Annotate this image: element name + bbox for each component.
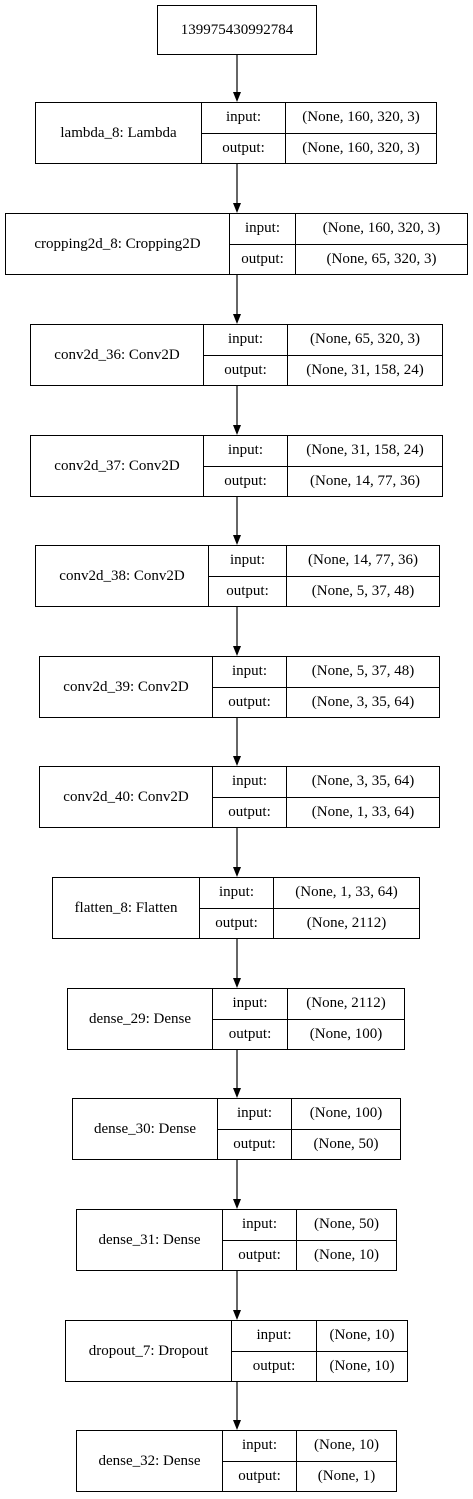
layer-name: conv2d_36: Conv2D [54, 346, 180, 363]
edge-arrowhead [233, 978, 241, 988]
output-shape: (None, 5, 37, 48) [287, 575, 439, 607]
edge-arrowhead [233, 203, 241, 213]
input-shape: (None, 3, 35, 64) [311, 773, 415, 790]
layer-name: dense_29: Dense [88, 1010, 192, 1027]
input-port-label: input: [227, 331, 263, 348]
input-shape: (None, 31, 158, 24) [306, 442, 424, 459]
edge-arrowhead [233, 1310, 241, 1320]
output-shape: (None, 50) [292, 1128, 400, 1160]
output-shape: (None, 100) [288, 1018, 404, 1050]
output-shape: (None, 10) [317, 1350, 407, 1382]
output-shape: (None, 65, 320, 3) [296, 243, 467, 275]
input-shape: (None, 50) [314, 1216, 379, 1233]
layer-name: dense_30: Dense [93, 1120, 197, 1137]
layer-name: dense_31: Dense [98, 1231, 201, 1248]
input-node: 139975430992784 [157, 5, 317, 55]
input-shape: (None, 14, 77, 36) [308, 552, 418, 569]
edge-arrowhead [233, 1420, 241, 1430]
input-shape: (None, 160, 320, 3) [322, 220, 441, 237]
input-port-label: input: [229, 552, 265, 569]
layer-name: dropout_7: Dropout [88, 1342, 209, 1359]
layer-name: cropping2d_8: Cropping2D [34, 235, 201, 252]
edge-arrowhead [233, 535, 241, 545]
output-shape: (None, 2112) [274, 907, 419, 939]
input-port-label: input: [244, 220, 280, 237]
output-shape: (None, 10) [297, 1239, 396, 1271]
output-port-label: output: [223, 1460, 296, 1492]
input-node-label: 139975430992784 [180, 21, 294, 38]
input-port-label: input: [241, 1216, 277, 1233]
input-port-label: input: [232, 995, 268, 1012]
layer-name: conv2d_37: Conv2D [54, 457, 180, 474]
input-port-label: input: [218, 884, 254, 901]
input-port-label: input: [256, 1327, 292, 1344]
layer-node: dense_31: Dense input: output: (None, 50) (N… [76, 1209, 397, 1271]
output-port-label: output: [204, 465, 287, 497]
layer-node: dense_30: Dense input: output: (None, 100) (… [72, 1098, 401, 1160]
layer-node: dense_29: Dense input: output: (None, 2112)… [67, 988, 405, 1050]
layer-name: conv2d_40: Conv2D [63, 788, 189, 805]
input-port-label: input: [227, 442, 263, 459]
output-port-label: output: [218, 1128, 291, 1160]
edge-arrowhead [233, 867, 241, 877]
edge-arrowhead [233, 1088, 241, 1098]
input-shape: (None, 65, 320, 3) [310, 331, 420, 348]
output-shape: (None, 14, 77, 36) [288, 465, 442, 497]
edge-arrowhead [233, 646, 241, 656]
layer-node: conv2d_39: Conv2D input: output: (None, 5, … [39, 656, 440, 718]
output-shape: (None, 1) [297, 1460, 396, 1492]
layer-name: conv2d_38: Conv2D [59, 567, 185, 584]
layer-node: flatten_8: Flatten input: output: (None, 1,… [52, 877, 420, 939]
output-shape: (None, 3, 35, 64) [287, 686, 439, 718]
input-shape: (None, 5, 37, 48) [311, 663, 415, 680]
layer-node: conv2d_38: Conv2D input: output: (None, 14,… [35, 545, 440, 607]
output-port-label: output: [202, 132, 285, 164]
edge-arrowhead [233, 425, 241, 435]
layer-name: lambda_8: Lambda [60, 124, 177, 141]
output-shape: (None, 31, 158, 24) [288, 354, 442, 386]
edge-arrowhead [233, 756, 241, 766]
layer-node: dense_32: Dense input: output: (None, 10) (N… [76, 1430, 397, 1492]
output-port-label: output: [204, 354, 287, 386]
input-port-label: input: [236, 1105, 272, 1122]
output-port-label: output: [213, 796, 286, 828]
output-port-label: output: [223, 1239, 296, 1271]
input-shape: (None, 1, 33, 64) [295, 884, 398, 901]
edge-arrowhead [233, 314, 241, 324]
input-port-label: input: [241, 1437, 277, 1454]
input-port-label: input: [225, 109, 261, 126]
input-shape: (None, 160, 320, 3) [302, 109, 420, 126]
layer-name: flatten_8: Flatten [74, 899, 178, 916]
layer-name: dense_32: Dense [98, 1452, 201, 1469]
output-shape: (None, 1, 33, 64) [287, 796, 439, 828]
output-port-label: output: [232, 1350, 316, 1382]
layer-node: conv2d_37: Conv2D input: output: (None, 31,… [30, 435, 443, 497]
edge-arrowhead [233, 1199, 241, 1209]
input-port-label: input: [231, 663, 267, 680]
edge-arrowhead [233, 92, 241, 102]
input-shape: (None, 10) [314, 1437, 379, 1454]
layer-node: conv2d_40: Conv2D input: output: (None, 3, … [39, 766, 440, 828]
input-shape: (None, 100) [309, 1105, 383, 1122]
input-shape: (None, 2112) [306, 995, 386, 1012]
layer-node: conv2d_36: Conv2D input: output: (None, 65,… [30, 324, 443, 386]
layer-name: conv2d_39: Conv2D [63, 678, 189, 695]
output-shape: (None, 160, 320, 3) [286, 132, 436, 164]
output-port-label: output: [230, 243, 295, 275]
output-port-label: output: [200, 907, 273, 939]
input-shape: (None, 10) [329, 1327, 395, 1344]
output-port-label: output: [213, 1018, 287, 1050]
output-port-label: output: [213, 686, 286, 718]
output-port-label: output: [209, 575, 286, 607]
input-port-label: input: [231, 773, 267, 790]
